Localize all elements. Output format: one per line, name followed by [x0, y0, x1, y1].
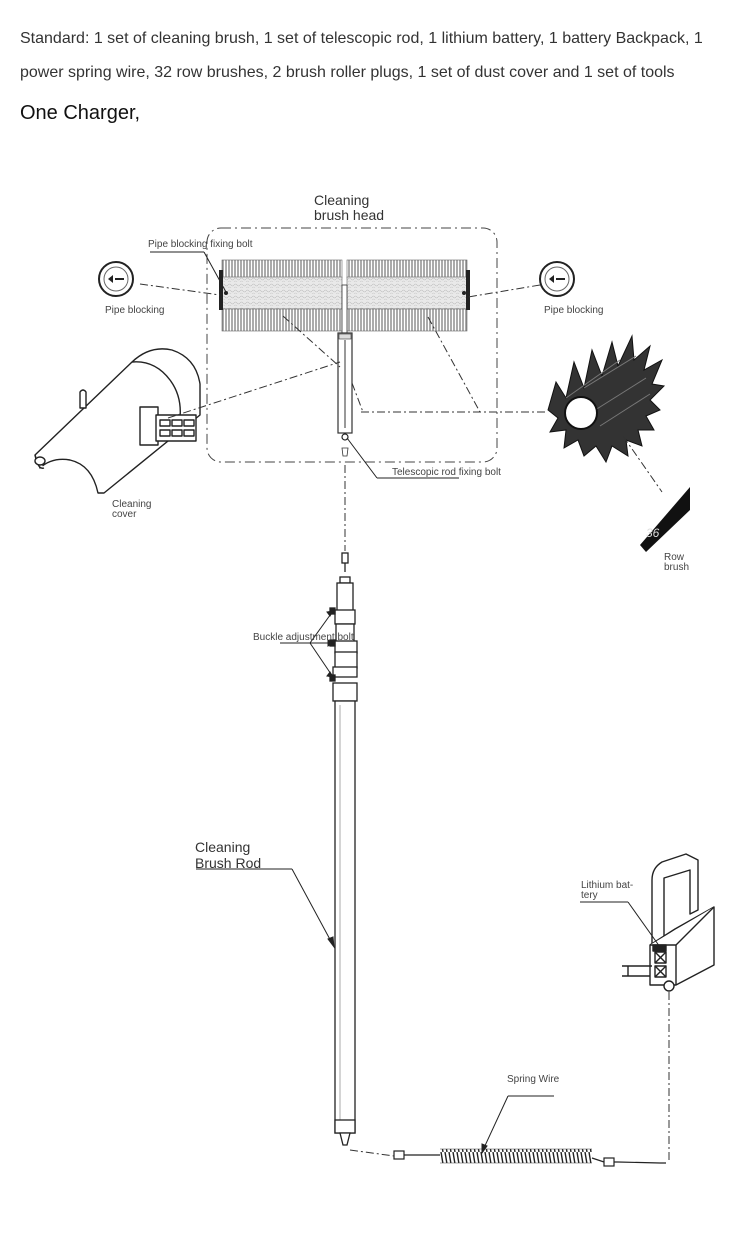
solid-leader-lines — [150, 251, 661, 948]
battery-backpack — [622, 853, 715, 992]
brush-rod-leader — [196, 868, 335, 949]
cleaning-brush-rod — [329, 552, 358, 1146]
label-lithium-battery-1: Lithium bat- — [581, 880, 633, 891]
label-row-brush-1: Row — [664, 552, 685, 563]
charger-text: One Charger, — [20, 102, 141, 124]
label-row-brush-2: brush — [664, 562, 689, 573]
label-cleaning-brush-rod-1: Cleaning — [195, 839, 250, 855]
telescopic-rod-mount — [337, 332, 353, 457]
label-spring-wire: Spring Wire — [507, 1074, 560, 1085]
label-lithium-battery-2: tery — [581, 890, 598, 901]
assembly-guide-lines — [139, 283, 670, 1160]
label-pipe-blocking-fixing-bolt: Pipe blocking fixing bolt — [148, 239, 253, 250]
label-cleaning-cover-2: cover — [112, 509, 137, 520]
label-telescopic-rod-fixing-bolt: Telescopic rod fixing bolt — [392, 467, 501, 478]
pipe-blocking-left-icon — [98, 261, 134, 297]
standard-contents-text: Standard: 1 set of cleaning brush, 1 set… — [20, 30, 703, 81]
cleaning-cover — [34, 348, 201, 494]
buckle-leader-lines — [280, 610, 334, 678]
label-buckle-adjustment-bolt: Buckle adjustment bolt — [253, 632, 354, 643]
row-brush-strip: 36 — [640, 487, 690, 552]
label-pipe-blocking-left: Pipe blocking — [105, 305, 164, 316]
spring-wire — [393, 1148, 666, 1167]
spring-wire-leader — [481, 1095, 554, 1155]
row-brush-roller — [547, 334, 666, 464]
label-cleaning-brush-head-1: Cleaning — [314, 192, 369, 208]
cleaning-brush-head — [206, 227, 498, 463]
svg-text:36: 36 — [646, 526, 660, 540]
label-cleaning-brush-rod-2: Brush Rod — [195, 855, 261, 871]
label-pipe-blocking-right: Pipe blocking — [544, 305, 603, 316]
pipe-blocking-right-icon — [539, 261, 575, 297]
label-cleaning-brush-head-2: brush head — [314, 207, 384, 223]
label-cleaning-cover-1: Cleaning — [112, 499, 151, 510]
